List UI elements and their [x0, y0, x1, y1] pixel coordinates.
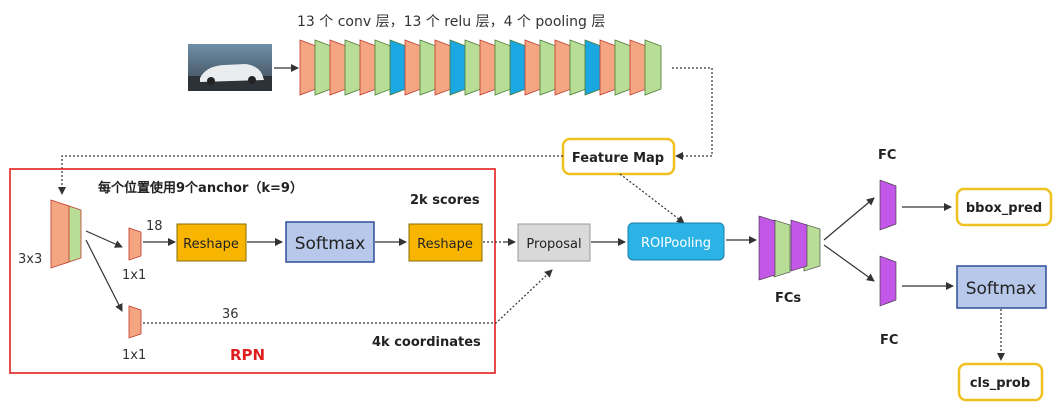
channels-18-label: 18: [146, 219, 163, 234]
backbone-layer-orange: [599, 39, 617, 96]
backbone-layer-green: [374, 39, 392, 96]
backbone-caption: 13 个 conv 层，13 个 relu 层，4 个 pooling 层: [297, 14, 605, 30]
backbone-layer-green: [569, 39, 587, 96]
coords-note: 4k coordinates: [372, 335, 481, 350]
backbone-layer-orange: [329, 39, 347, 96]
fc-bottom-label: FC: [880, 333, 898, 348]
scores-note: 2k scores: [410, 193, 480, 208]
conv3x3-to-bottom-1x1-arrow: [85, 239, 123, 312]
cls-prob-box: [957, 362, 1044, 402]
backbone-layer-orange: [404, 39, 422, 96]
reg-to-proposal-arrow: [143, 269, 553, 324]
reshape1-box: [176, 223, 247, 262]
backbone-layer-cyan: [584, 39, 602, 96]
rpn-region-box: [9, 168, 496, 374]
featuremap-to-rpn-arrow: [58, 155, 563, 195]
rpn-label: RPN: [230, 346, 265, 364]
backbone-layer-green: [419, 39, 437, 96]
fcs-label: FCs: [775, 291, 801, 306]
roipooling-box: [627, 222, 725, 261]
backbone-layer-orange: [479, 39, 497, 96]
softmax-rpn-label: Softmax: [295, 234, 366, 254]
backbone-to-featuremap-arrow: [672, 67, 713, 160]
fc-top-layer: [879, 179, 897, 231]
conv1x1-top-label: 1x1: [122, 268, 146, 283]
fc-top-label: FC: [878, 148, 896, 163]
rpn-conv3x3-layer: [50, 199, 82, 269]
backbone-layer-orange: [299, 39, 317, 96]
backbone-layer-cyan: [389, 39, 407, 96]
backbone-conv-layers: [299, 39, 662, 96]
rpn-cls-conv1x1-layer: [128, 227, 142, 261]
channels-36-label: 36: [222, 307, 239, 322]
conv3x3-to-top-1x1-arrow: [85, 230, 123, 248]
fcs-to-fc-bottom-arrow: [823, 244, 875, 282]
softmax-rpn-box: [285, 221, 375, 263]
rpn-reg-conv1x1-layer: [128, 305, 142, 339]
backbone-layer-orange: [524, 39, 542, 96]
reshape2-label: Reshape: [417, 237, 473, 252]
roipooling-label: ROIPooling: [641, 236, 711, 251]
bbox-pred-label: bbox_pred: [966, 201, 1042, 216]
softmax-cls-label: Softmax: [966, 279, 1037, 299]
reshape1-label: Reshape: [183, 237, 239, 252]
backbone-layer-cyan: [449, 39, 467, 96]
backbone-layer-green: [464, 39, 482, 96]
backbone-layer-orange: [359, 39, 377, 96]
backbone-layer-orange: [554, 39, 572, 96]
reshape2-box: [408, 223, 483, 262]
softmax-cls-box: [956, 265, 1047, 309]
fcs-layer-stack: [758, 215, 821, 281]
backbone-layer-green: [644, 39, 662, 96]
proposal-box: [517, 223, 591, 262]
proposal-label: Proposal: [526, 237, 581, 252]
anchor-note: 每个位置使用9个anchor（k=9）: [98, 180, 303, 196]
backbone-layer-green: [539, 39, 557, 96]
featuremap-to-roipooling-arrow: [619, 173, 685, 224]
backbone-layer-cyan: [509, 39, 527, 96]
fcs-to-fc-top-arrow: [823, 197, 875, 241]
backbone-layer-green: [614, 39, 632, 96]
backbone-layer-orange: [629, 39, 647, 96]
car-photo-icon: [188, 44, 272, 91]
backbone-layer-orange: [434, 39, 452, 96]
conv3x3-label: 3x3: [18, 252, 42, 267]
conv1x1-bottom-label: 1x1: [122, 348, 146, 363]
backbone-layer-green: [344, 39, 362, 96]
cls-prob-label: cls_prob: [970, 376, 1030, 391]
fc-bottom-layer: [879, 255, 897, 307]
backbone-layer-green: [494, 39, 512, 96]
feature-map-label: Feature Map: [572, 151, 664, 166]
bbox-pred-box: [955, 187, 1053, 227]
backbone-layer-green: [314, 39, 332, 96]
